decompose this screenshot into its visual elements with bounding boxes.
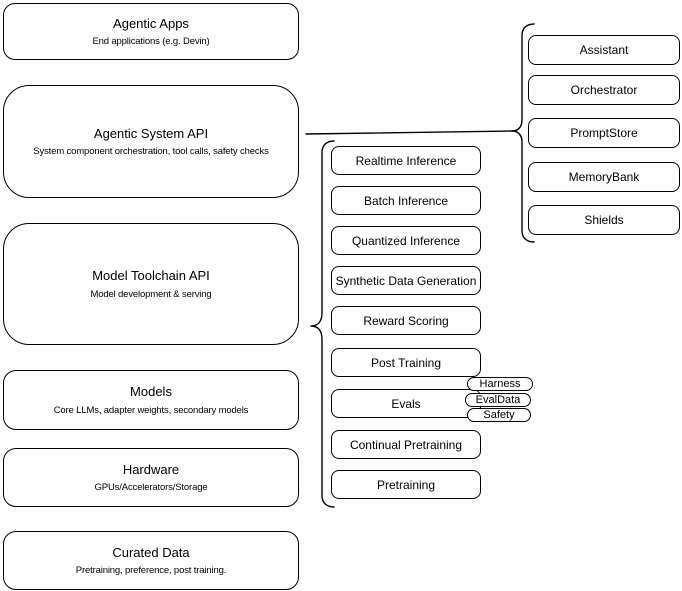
node-title: Agentic System API xyxy=(93,125,209,141)
node-synthetic-data-generation: Synthetic Data Generation xyxy=(331,266,481,295)
tag-evaldata: EvalData xyxy=(465,393,531,407)
system-api-connector-line xyxy=(305,130,513,135)
node-subtitle: GPUs/Accelerators/Storage xyxy=(94,482,208,494)
node-title: Models xyxy=(130,384,172,400)
node-models: Models Core LLMs, adapter weights, secon… xyxy=(3,370,299,430)
node-subtitle: Model development & serving xyxy=(90,288,212,300)
node-batch-inference: Batch Inference xyxy=(331,186,481,215)
node-hardware: Hardware GPUs/Accelerators/Storage xyxy=(3,448,299,507)
node-title: Curated Data xyxy=(112,544,190,560)
node-post-training: Post Training xyxy=(331,348,481,377)
node-orchestrator: Orchestrator xyxy=(528,75,680,105)
node-assistant: Assistant xyxy=(528,35,680,65)
node-subtitle: Core LLMs, adapter weights, secondary mo… xyxy=(53,404,249,416)
node-realtime-inference: Realtime Inference xyxy=(331,146,481,175)
node-agentic-apps: Agentic Apps End applications (e.g. Devi… xyxy=(3,3,299,60)
tag-safety: Safety xyxy=(467,408,531,422)
node-title: Agentic Apps xyxy=(113,15,189,31)
node-curated-data: Curated Data Pretraining, preference, po… xyxy=(3,531,299,590)
node-promptstore: PromptStore xyxy=(528,118,680,148)
node-subtitle: System component orchestration, tool cal… xyxy=(33,146,269,158)
node-quantized-inference: Quantized Inference xyxy=(331,226,481,255)
node-title: Hardware xyxy=(122,461,180,477)
node-subtitle: Pretraining, preference, post training. xyxy=(75,565,227,577)
node-agentic-system-api: Agentic System API System component orch… xyxy=(3,85,299,198)
node-pretraining: Pretraining xyxy=(331,470,481,499)
node-reward-scoring: Reward Scoring xyxy=(331,306,481,335)
node-continual-pretraining: Continual Pretraining xyxy=(331,430,481,459)
node-evals: Evals xyxy=(331,389,481,418)
node-title: Model Toolchain API xyxy=(92,268,210,284)
node-memorybank: MemoryBank xyxy=(528,162,680,192)
node-model-toolchain-api: Model Toolchain API Model development & … xyxy=(3,223,299,345)
tag-harness: Harness xyxy=(467,377,533,391)
toolchain-group-brace xyxy=(310,140,335,508)
node-subtitle: End applications (e.g. Devin) xyxy=(92,36,210,48)
node-shields: Shields xyxy=(528,205,680,235)
